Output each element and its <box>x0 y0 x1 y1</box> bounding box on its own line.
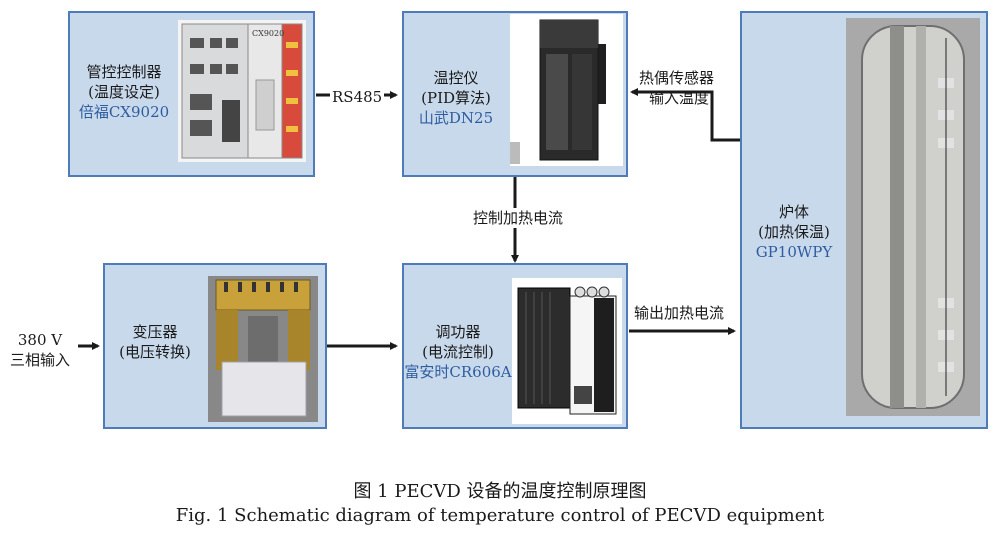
cr606a-photo <box>512 278 622 424</box>
cx9020-photo: CX9020 <box>178 20 306 162</box>
input-label: 380 V 三相输入 <box>10 330 70 370</box>
transformer-photo <box>208 276 318 422</box>
pid-label: 温控仪 (PID算法) 山武DN25 <box>404 68 508 128</box>
thermocouple-label: 热偶传感器 输入温度 <box>639 68 714 108</box>
furnace-function: (加热保温) <box>758 223 830 241</box>
controller-name: 管控控制器 <box>86 63 162 81</box>
pid-function: (PID算法) <box>421 89 491 107</box>
power-regulator-function: (电流控制) <box>422 343 494 361</box>
furnace-label: 炉体 (加热保温) GP10WPY <box>744 202 844 262</box>
controller-label: 管控控制器 (温度设定) 倍福CX9020 <box>70 62 178 122</box>
pid-name: 温控仪 <box>433 69 479 87</box>
thermocouple-line2: 输入温度 <box>649 89 710 107</box>
thermocouple-line1: 热偶传感器 <box>639 69 715 87</box>
furnace-photo <box>846 18 980 416</box>
transformer-function: (电压转换) <box>119 343 191 361</box>
pid-model: 山武DN25 <box>418 109 494 127</box>
transformer-name: 变压器 <box>132 323 178 341</box>
power-regulator-label: 调功器 (电流控制) 富安时CR606A <box>404 322 512 382</box>
transformer-label: 变压器 (电压转换) <box>105 322 205 362</box>
figure-caption-en: Fig. 1 Schematic diagram of temperature … <box>175 505 825 526</box>
output-current-label: 输出加热电流 <box>634 304 725 322</box>
cx9020-tag: CX9020 <box>252 29 284 38</box>
input-phase: 三相输入 <box>10 351 71 369</box>
input-voltage: 380 V <box>17 331 63 349</box>
power-regulator-model: 富安时CR606A <box>404 363 512 381</box>
controller-model: 倍福CX9020 <box>78 103 170 121</box>
arrow-thermocouple <box>630 88 741 142</box>
furnace-name: 炉体 <box>778 203 809 221</box>
power-regulator-name: 调功器 <box>435 323 481 341</box>
controller-function: (温度设定) <box>88 83 160 101</box>
furnace-model: GP10WPY <box>755 243 833 261</box>
rs485-label: RS485 <box>330 87 385 107</box>
control-current-label: 控制加热电流 <box>471 208 566 228</box>
figure-caption-zh: 图 1 PECVD 设备的温度控制原理图 <box>353 481 647 502</box>
dn25-photo <box>510 14 623 166</box>
